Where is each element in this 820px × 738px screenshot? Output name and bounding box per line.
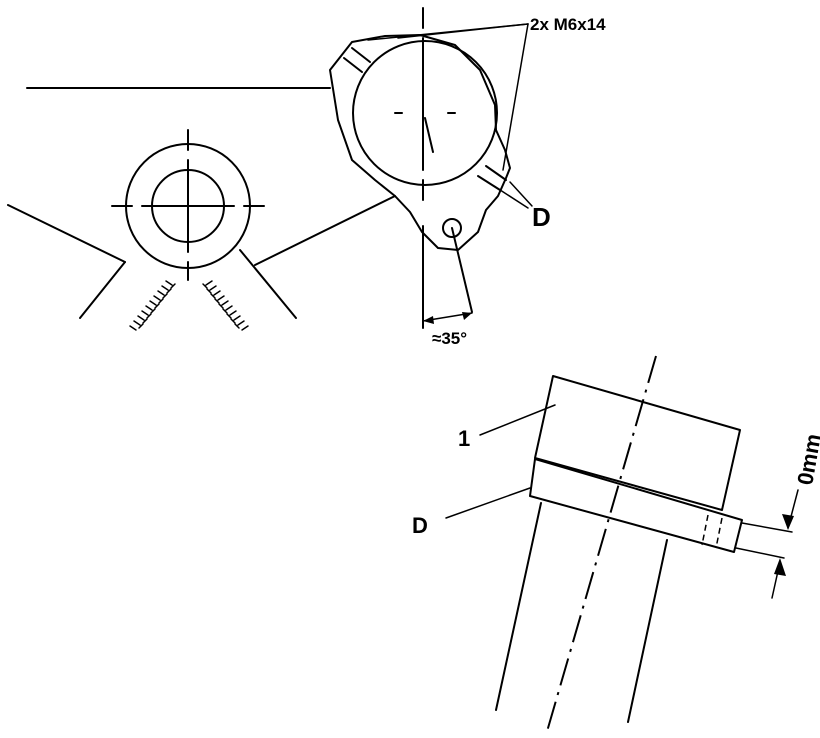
side-view: 1 D 0mm bbox=[412, 355, 820, 736]
clamp-plate-d bbox=[529, 458, 743, 553]
frame-line-lower-left bbox=[7, 204, 126, 263]
angle-ref-inclined bbox=[451, 227, 473, 313]
left-leg-left bbox=[79, 261, 126, 319]
d-leader-1 bbox=[509, 181, 533, 207]
frame-line-to-clamp bbox=[254, 195, 396, 266]
detail-d-label-top: D bbox=[532, 202, 551, 232]
bolt-leader-2 bbox=[502, 23, 529, 171]
gap-arrow-down bbox=[782, 514, 794, 530]
angle-arrow-right bbox=[462, 312, 472, 320]
clamp-slot-top-b bbox=[351, 47, 371, 63]
spring-left bbox=[129, 280, 176, 331]
clamp bbox=[329, 7, 533, 329]
gap-label: 0mm bbox=[792, 432, 820, 487]
clamp-body bbox=[329, 34, 511, 251]
side-center-line bbox=[545, 355, 657, 736]
angle-label: ≈35° bbox=[432, 329, 467, 348]
clamp-center-diag bbox=[424, 117, 434, 153]
left-leg-right bbox=[239, 249, 297, 319]
clamp-slot-top-a bbox=[343, 57, 363, 73]
detail-d-label-bottom: D bbox=[412, 513, 428, 538]
bolts-label: 2x M6x14 bbox=[530, 15, 606, 34]
bolt-leader-3 bbox=[397, 23, 529, 39]
top-view: 2x M6x14 D ≈35° bbox=[7, 7, 606, 348]
part-1-leader bbox=[479, 404, 556, 436]
spring-right bbox=[202, 280, 249, 331]
hidden-bolt-2 bbox=[715, 517, 723, 549]
clamp-pivot-hole bbox=[442, 218, 462, 238]
gap-ext-bottom bbox=[735, 547, 785, 559]
clamp-slot-bottom-b bbox=[485, 165, 507, 181]
shaft-right-edge bbox=[627, 539, 668, 723]
part-1-block bbox=[534, 375, 741, 511]
clamp-bore bbox=[352, 40, 498, 186]
left-tube bbox=[79, 129, 297, 331]
part-1-label: 1 bbox=[458, 426, 470, 451]
gap-arrow-up bbox=[774, 558, 786, 576]
hidden-bolt-1 bbox=[701, 514, 709, 546]
d-bottom-leader bbox=[445, 487, 531, 519]
gap-ext-top bbox=[741, 522, 793, 533]
angle-arrow-left bbox=[423, 316, 434, 324]
d-leader-2 bbox=[493, 185, 529, 209]
shaft-left-edge bbox=[495, 502, 542, 711]
